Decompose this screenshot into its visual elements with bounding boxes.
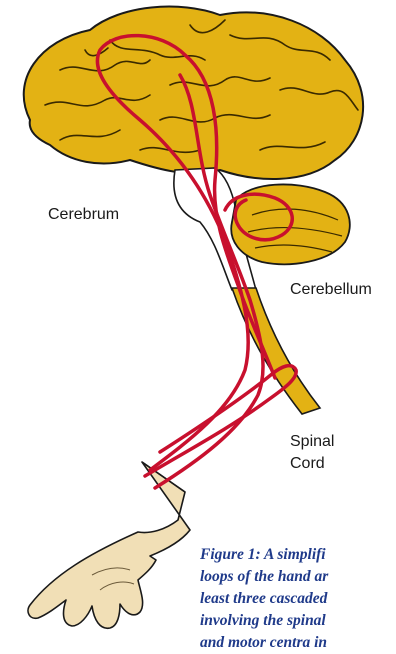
figure-caption: Figure 1: A simplifi loops of the hand a… (200, 544, 396, 654)
caption-line: Figure 1: A simplifi (200, 544, 396, 566)
spinal-cord-label-line1: Spinal (290, 432, 334, 452)
cerebrum-label: Cerebrum (48, 205, 119, 225)
cerebrum (24, 7, 363, 179)
caption-line: involving the spinal (200, 610, 396, 632)
caption-line: loops of the hand ar (200, 566, 396, 588)
cerebellum-label: Cerebellum (290, 280, 372, 300)
spinal-loop-pathway (145, 366, 296, 476)
arm-and-hand (28, 462, 190, 628)
caption-line: and motor centra in (200, 632, 396, 654)
neural-pathway-diagram (0, 0, 396, 633)
caption-line: least three cascaded (200, 588, 396, 610)
spinal-cord-label-line2: Cord (290, 454, 325, 474)
